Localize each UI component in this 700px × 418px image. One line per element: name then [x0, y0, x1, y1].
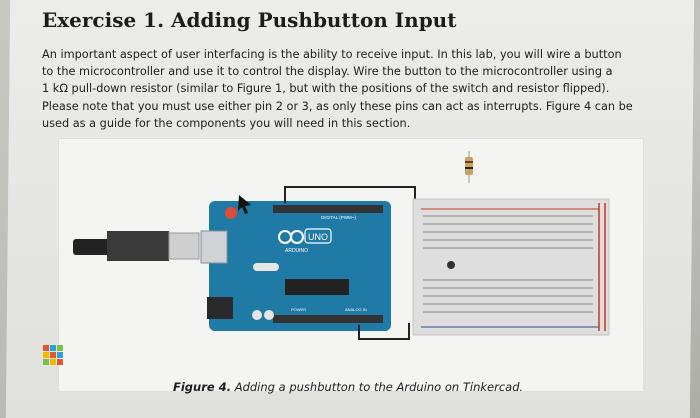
paragraph-line: 1 kΩ pull-down resistor (similar to Figu… [42, 82, 610, 96]
figure-4-circuit: UNO ARDUINO DIGITAL (PWM~) POWER ANALOG … [58, 138, 644, 392]
cursor-icon [238, 195, 251, 214]
digital-header-label: DIGITAL (PWM~) [321, 215, 356, 220]
resistor-icon [465, 151, 473, 183]
uno-logo-icon [278, 230, 304, 244]
power-header-label: POWER [291, 307, 306, 312]
board-label: UNO [308, 232, 328, 242]
paragraph-line: used as a guide for the components you w… [42, 116, 411, 130]
breadboard [412, 198, 610, 336]
usb-cable [73, 231, 200, 261]
pushbutton-icon [447, 261, 455, 269]
exercise-title: Exercise 1. Adding Pushbutton Input [42, 8, 457, 32]
figure-caption-text: Adding a pushbutton to the Arduino on Ti… [234, 380, 524, 394]
circuit-diagram: UNO ARDUINO DIGITAL (PWM~) POWER ANALOG … [73, 151, 610, 340]
paragraph-line: Please note that you must use either pin… [42, 99, 633, 113]
brand-label: ARDUINO [285, 248, 308, 254]
instruction-paragraph: An important aspect of user interfacing … [42, 46, 654, 132]
arduino-uno-board: UNO ARDUINO DIGITAL (PWM~) POWER ANALOG … [200, 201, 391, 331]
figure-caption-label: Figure 4. [173, 380, 232, 394]
figure-caption: Figure 4. Adding a pushbutton to the Ard… [173, 380, 523, 394]
analog-header-label: ANALOG IN [345, 307, 367, 312]
jumper-wires [284, 186, 416, 340]
paragraph-line: An important aspect of user interfacing … [42, 48, 622, 61]
paragraph-line: to the microcontroller and use it to con… [42, 65, 613, 79]
tinkercad-logo-icon [43, 345, 63, 365]
